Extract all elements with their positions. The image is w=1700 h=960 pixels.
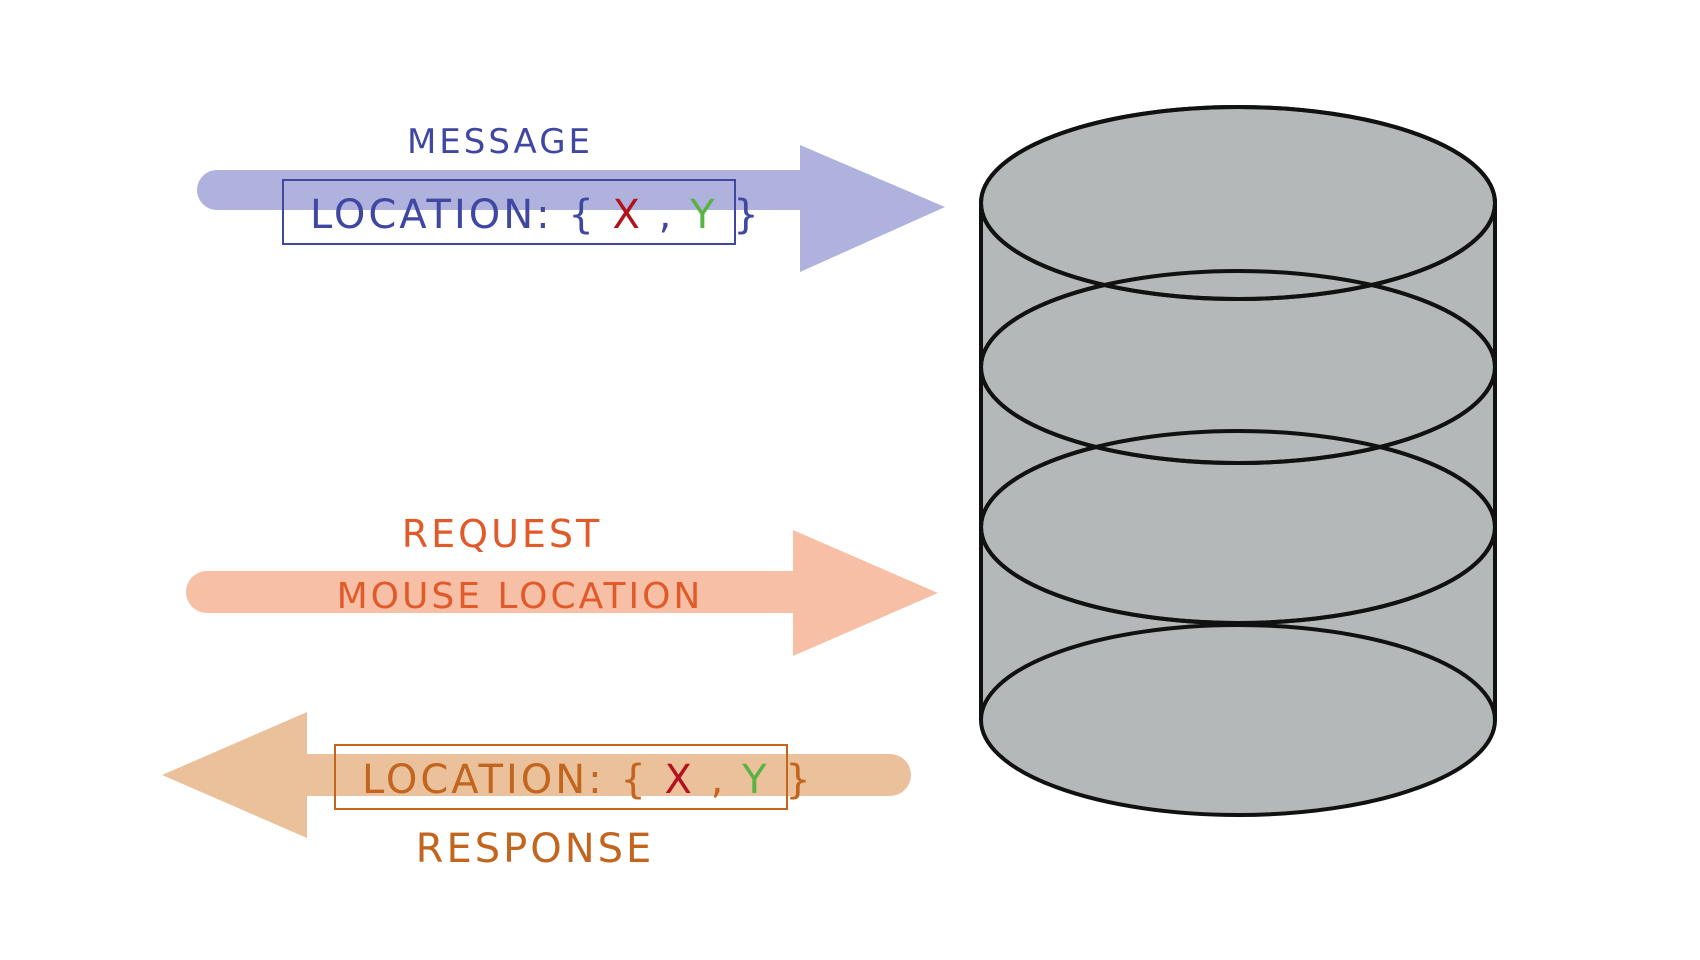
response-arrow-head — [162, 712, 307, 838]
message-title: MESSAGE — [407, 122, 593, 162]
message-payload-box — [282, 179, 736, 245]
response-payload-box — [334, 744, 788, 810]
message-y-value: Y — [689, 192, 717, 238]
cylinder-disc-4 — [979, 623, 1497, 817]
request-title: REQUEST — [402, 512, 602, 556]
response-y-value: Y — [741, 757, 769, 803]
response-x-value: X — [665, 757, 695, 803]
response-payload: LOCATION: { X , Y } — [362, 757, 814, 803]
request-arrow — [186, 530, 938, 656]
response-open-brace: { — [620, 757, 648, 803]
response-arrow — [162, 712, 911, 838]
response-payload-label: LOCATION: — [362, 757, 605, 803]
request-body: MOUSE LOCATION — [337, 576, 704, 617]
response-comma: , — [711, 757, 727, 803]
cylinder-rim-1 — [979, 105, 1497, 301]
message-x-value: X — [613, 192, 643, 238]
message-arrow — [197, 145, 945, 272]
message-arrow-head — [800, 145, 945, 272]
response-title: RESPONSE — [416, 826, 655, 872]
message-close-brace: } — [733, 192, 761, 238]
message-payload-label: LOCATION: — [310, 192, 553, 238]
cylinder-rim-3 — [979, 429, 1497, 625]
request-arrow-head — [793, 530, 938, 656]
message-comma: , — [659, 192, 675, 238]
message-open-brace: { — [568, 192, 596, 238]
response-close-brace: } — [785, 757, 813, 803]
message-payload: LOCATION: { X , Y } — [310, 192, 762, 238]
cylinder-rim-2 — [979, 269, 1497, 465]
database-cylinder-icon — [979, 105, 1497, 817]
